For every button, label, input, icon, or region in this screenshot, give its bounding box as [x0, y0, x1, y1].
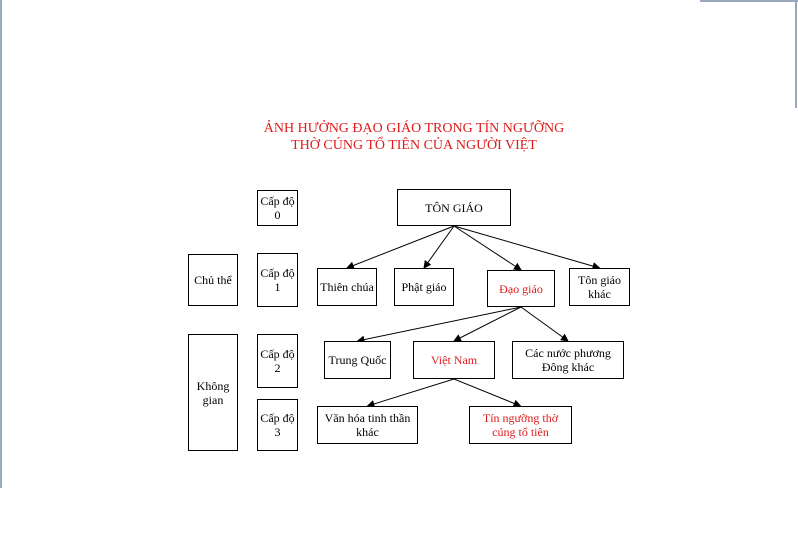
- node-other-east: Các nước phương Đông khác: [512, 341, 624, 379]
- node-other-culture: Văn hóa tinh thần khác: [317, 406, 418, 444]
- edge-taoism-to-china: [356, 306, 522, 344]
- node-ancestor-worship-label: Tín ngưỡng thờ cúng tổ tiên: [482, 411, 559, 439]
- level-0-label: Cấp độ 0: [260, 194, 295, 222]
- edge-taoism-to-vietnam: [453, 306, 522, 342]
- node-catholic-label: Thiên chúa: [320, 280, 374, 294]
- node-buddhism-label: Phật giáo: [401, 280, 447, 294]
- edge-religion-to-taoism: [453, 225, 522, 271]
- level-1-box: Cấp độ 1: [257, 253, 298, 307]
- level-1-label: Cấp độ 1: [260, 266, 295, 294]
- node-catholic: Thiên chúa: [317, 268, 377, 306]
- node-taoism-label: Đạo giáo: [499, 281, 543, 296]
- space-label: Không gian: [196, 378, 230, 407]
- node-vietnam-label: Việt Nam: [430, 353, 478, 367]
- level-2-box: Cấp độ 2: [257, 334, 298, 388]
- window-frame-left: [0, 0, 2, 488]
- edge-vietnam-to-other_culture: [366, 378, 455, 408]
- title-line-2: THỜ CÚNG TỔ TIÊN CỦA NGƯỜI VIỆT: [291, 138, 537, 153]
- window-frame-top: [700, 0, 798, 2]
- diagram-title: ẢNH HƯỞNG ĐẠO GIÁO TRONG TÍN NGƯỠNG THỜ …: [210, 120, 618, 154]
- node-other-culture-label: Văn hóa tinh thần khác: [324, 411, 411, 439]
- edge-religion-to-catholic: [346, 225, 455, 270]
- edge-taoism-to-other_east: [520, 306, 569, 342]
- level-3-box: Cấp độ 3: [257, 399, 298, 451]
- subject-label: Chủ thể: [194, 273, 232, 287]
- node-china-label: Trung Quốc: [328, 353, 387, 367]
- node-religion-label: TÔN GIÁO: [425, 200, 483, 215]
- space-label-box: Không gian: [188, 334, 238, 451]
- node-buddhism: Phật giáo: [394, 268, 454, 306]
- level-3-label: Cấp độ 3: [260, 411, 295, 439]
- node-vietnam: Việt Nam: [413, 341, 495, 379]
- node-other-east-label: Các nước phương Đông khác: [525, 346, 611, 374]
- node-china: Trung Quốc: [324, 341, 391, 379]
- title-line-1: ẢNH HƯỞNG ĐẠO GIÁO TRONG TÍN NGƯỠNG: [263, 121, 565, 136]
- edge-religion-to-buddhism: [423, 225, 455, 269]
- edge-religion-to-other_religion: [453, 225, 601, 270]
- node-ancestor-worship: Tín ngưỡng thờ cúng tổ tiên: [469, 406, 572, 444]
- node-other-religion-label: Tôn giáo khác: [578, 273, 621, 301]
- node-taoism: Đạo giáo: [487, 270, 555, 307]
- edge-vietnam-to-ancestor_worship: [453, 378, 522, 408]
- node-other-religion: Tôn giáo khác: [569, 268, 630, 306]
- subject-label-box: Chủ thể: [188, 254, 238, 306]
- window-frame-right: [795, 0, 797, 108]
- level-2-label: Cấp độ 2: [260, 347, 295, 375]
- node-religion: TÔN GIÁO: [397, 189, 511, 226]
- level-0-box: Cấp độ 0: [257, 190, 298, 226]
